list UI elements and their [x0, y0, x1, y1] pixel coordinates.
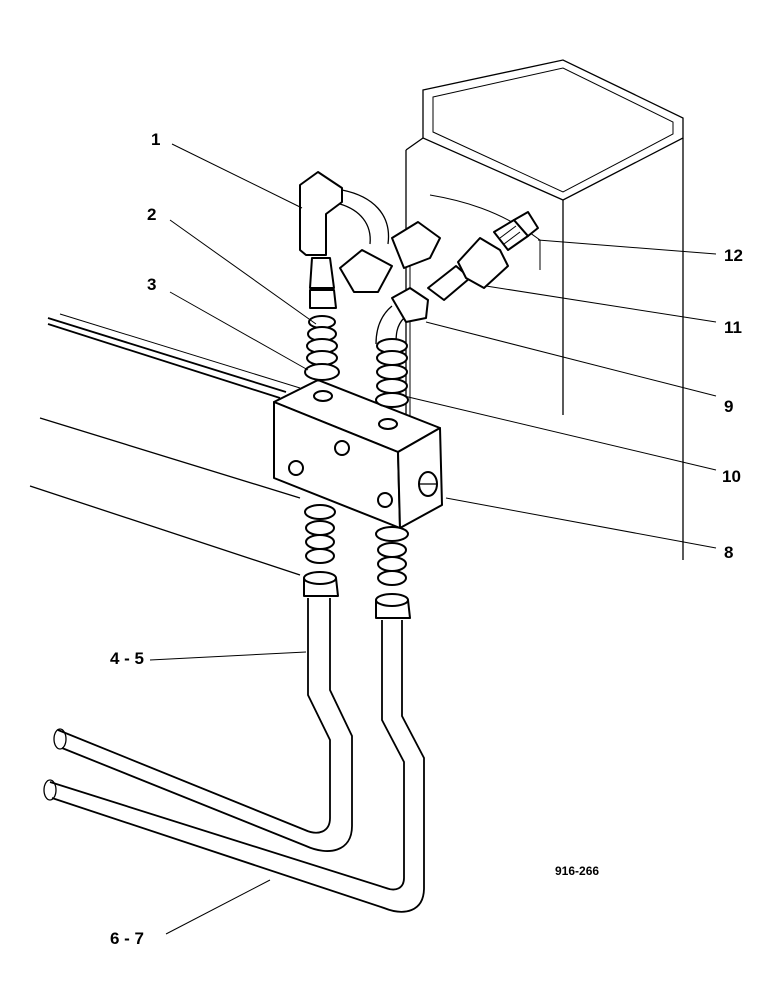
callout-6-7: 6 - 7 — [110, 929, 144, 948]
callout-8: 8 — [724, 543, 733, 562]
callout-11: 11 — [724, 318, 742, 337]
callout-10: 10 — [722, 467, 741, 486]
lower-fittings-left — [303, 504, 339, 597]
seal-stack-right — [375, 338, 409, 408]
elbow-fitting-1 — [299, 171, 441, 309]
seal-stack-left — [304, 315, 340, 381]
lower-fittings-right — [375, 526, 411, 619]
elbow-fitting-9 — [375, 287, 429, 345]
callout-1: 1 — [151, 130, 160, 149]
figure-reference-number: 916-266 — [555, 864, 599, 878]
frame-beam — [29, 313, 301, 576]
callout-2: 2 — [147, 205, 156, 224]
callout-4-5: 4 - 5 — [110, 649, 144, 668]
pipe-4-5 — [53, 598, 353, 852]
callout-9: 9 — [724, 397, 733, 416]
leader-lines — [149, 143, 717, 935]
callout-12: 12 — [724, 246, 743, 265]
valve-block — [273, 379, 443, 529]
callout-3: 3 — [147, 275, 156, 294]
connector-11-12 — [427, 211, 539, 301]
pipe-6-7 — [43, 620, 425, 913]
